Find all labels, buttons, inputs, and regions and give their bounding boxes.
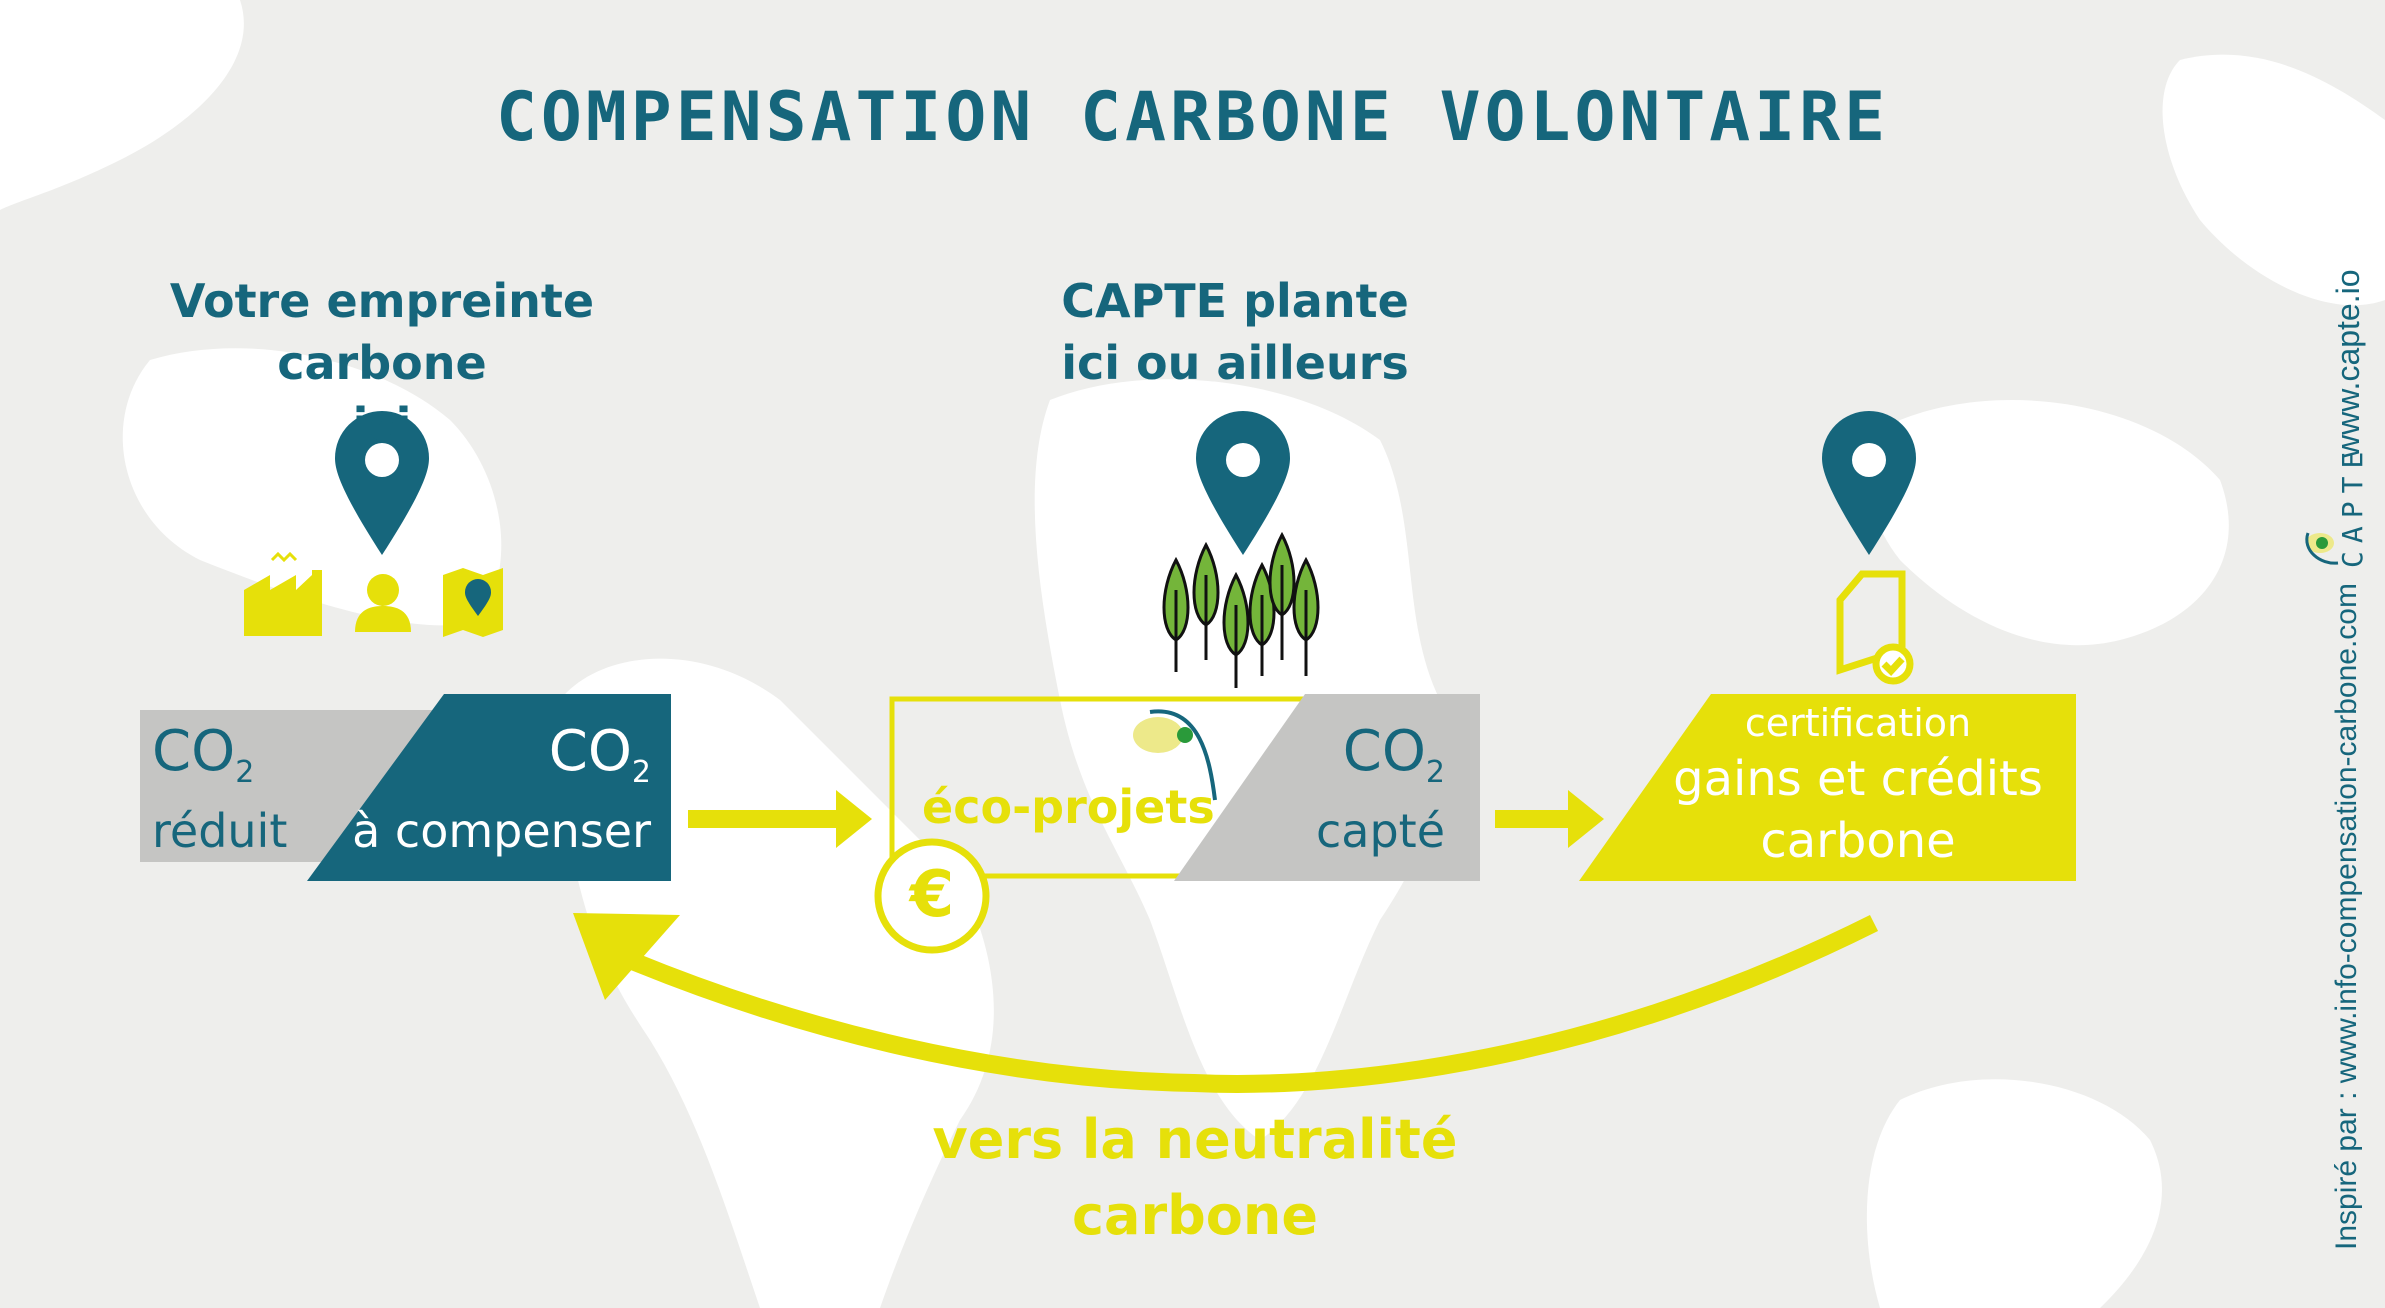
location-pin-icon (335, 411, 1916, 555)
trees-icon (1162, 531, 1320, 688)
co2-subscript: 2 (631, 755, 651, 790)
carbon-label: carbone (1760, 813, 1956, 869)
co2-offset-text: CO2 à compenser (352, 722, 651, 859)
neutrality-text: vers la neutralité carbone (900, 1102, 1490, 1254)
co2-label: CO (152, 719, 236, 784)
certification-text: certification gains et crédits carbone (1640, 698, 2076, 872)
center-heading-line1: CAPTE plante (1061, 274, 1409, 328)
certification-box (1579, 694, 2076, 881)
center-heading: CAPTE plante ici ou ailleurs (985, 270, 1485, 394)
reduced-label: réduit (152, 804, 288, 858)
logo-text: CAPTE (2336, 443, 2369, 568)
return-arrow-head (573, 913, 680, 1000)
neutrality-line2: carbone (1072, 1184, 1318, 1247)
left-heading-line1: Votre empreinte carbone (169, 274, 595, 390)
eco-projects-label: éco-projets (922, 780, 1215, 834)
gains-credits-label: gains et crédits (1673, 751, 2043, 807)
center-heading-line2: ici ou ailleurs (1061, 336, 1409, 390)
inspired-by-text: Inspiré par : www.info-compensation-carb… (2330, 583, 2363, 1250)
euro-icon: € (909, 858, 955, 932)
leaf-icon (1133, 709, 1217, 801)
page-title: COMPENSATION CARBONE VOLONTAIRE (495, 78, 1890, 157)
certificate-document-icon (1836, 570, 1914, 685)
co2-offset-box (307, 694, 671, 881)
co2-label: CO (548, 719, 632, 784)
arrow-2 (1495, 810, 1570, 828)
co2-subscript: 2 (1425, 755, 1445, 790)
capte-logo: CAPTE (2336, 444, 2369, 568)
factory-icon (244, 551, 322, 636)
co2-captured-text: CO2 capté (1316, 722, 1445, 859)
capte-leaf-logo-icon (2305, 532, 2339, 565)
arrow-1 (688, 810, 838, 828)
certification-label: certification (1744, 701, 1972, 745)
neutrality-line1: vers la neutralité (932, 1108, 1458, 1171)
left-heading: Votre empreinte carbone ici (82, 270, 682, 456)
euro-circle (874, 838, 990, 954)
co2-subscript: 2 (235, 755, 255, 790)
offset-label: à compenser (352, 804, 651, 858)
map-icon (443, 568, 503, 637)
co2-reduced-text: CO2 réduit (152, 722, 287, 859)
captured-label: capté (1315, 804, 1445, 858)
co2-captured-box (1174, 694, 1480, 881)
left-heading-line2: ici (352, 398, 412, 452)
return-arc-arrow (626, 914, 1879, 1093)
person-icon (355, 574, 411, 632)
website-text: www.capte.io (2330, 269, 2366, 458)
co2-label: CO (1342, 719, 1426, 784)
